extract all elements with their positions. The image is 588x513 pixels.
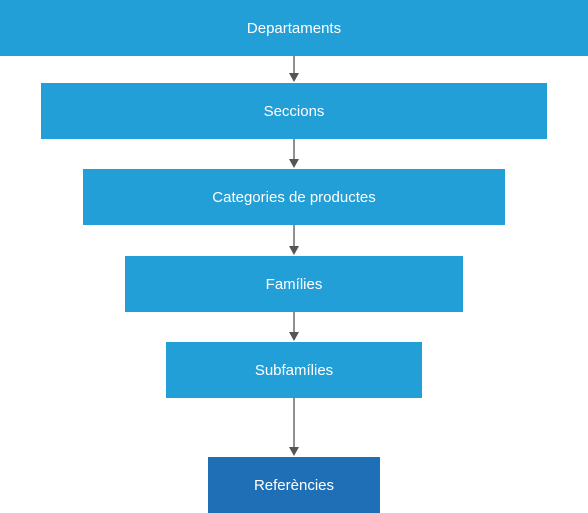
level-label-referencies: Referències (253, 476, 335, 494)
level-label-subfamilies: Subfamílies (254, 361, 334, 379)
level-label-seccions: Seccions (263, 102, 325, 120)
level-box-departaments: Departaments (0, 0, 588, 56)
connector-arrow-4 (289, 312, 299, 341)
level-box-referencies: Referències (208, 457, 380, 513)
connector-arrow-3 (289, 225, 299, 255)
level-box-families: Famílies (125, 256, 463, 312)
level-box-seccions: Seccions (41, 83, 547, 139)
level-label-departaments: Departaments (246, 19, 342, 37)
connector-arrow-1 (289, 56, 299, 82)
connector-arrow-5 (289, 398, 299, 456)
level-label-categories-de-productes: Categories de productes (212, 188, 376, 206)
level-box-categories-de-productes: Categories de productes (83, 169, 505, 225)
connector-arrow-2 (289, 139, 299, 168)
level-box-subfamilies: Subfamílies (166, 342, 422, 398)
level-label-families: Famílies (265, 275, 323, 293)
